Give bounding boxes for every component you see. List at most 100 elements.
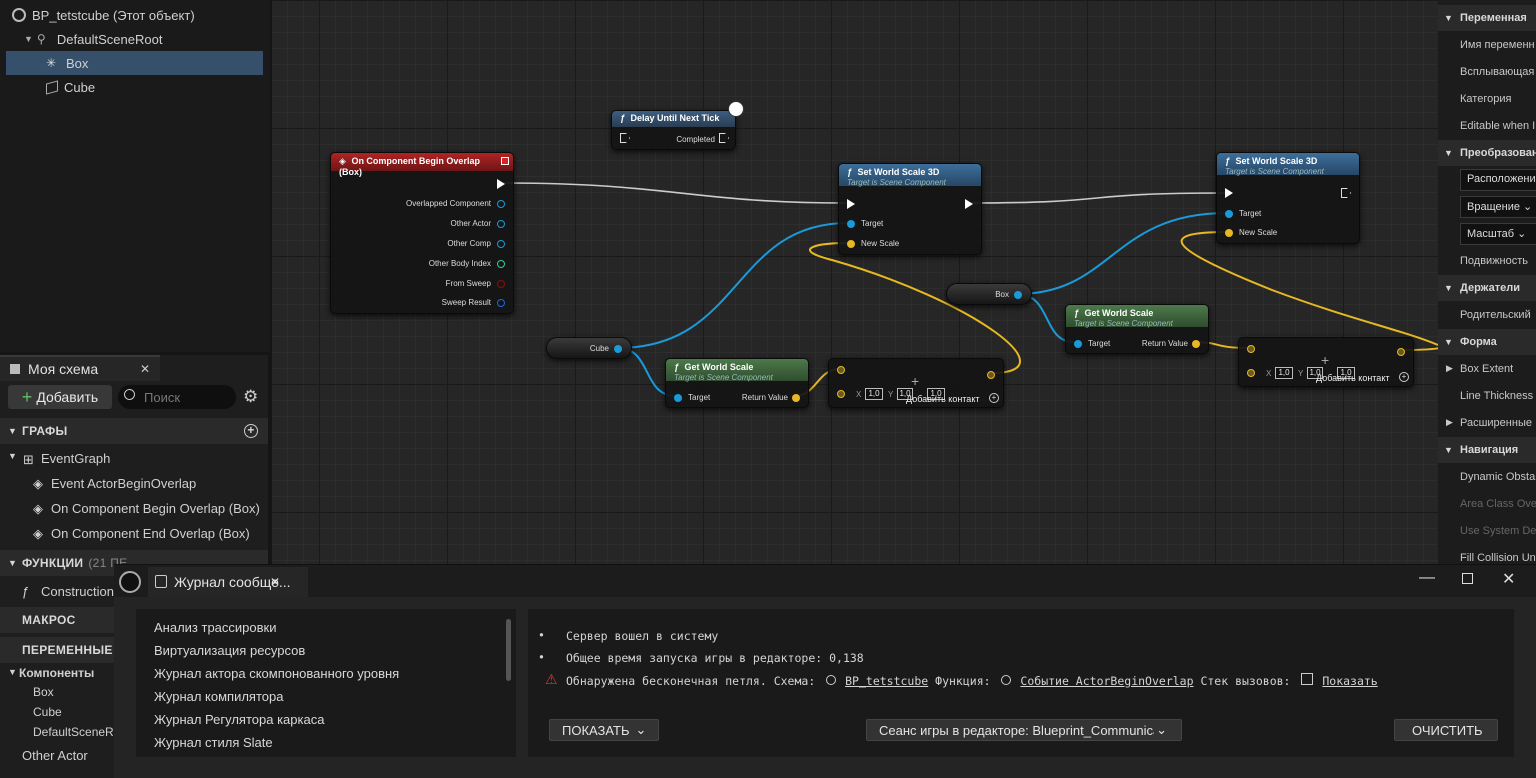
get-world-scale-node[interactable]: ƒ Get World Scale Target is Scene Compon… bbox=[1065, 304, 1209, 354]
cube-variable-node[interactable]: Cube bbox=[546, 337, 632, 359]
minimize-icon[interactable]: — bbox=[1419, 569, 1435, 586]
vector-in-pin[interactable] bbox=[837, 366, 845, 374]
new-scale-pin[interactable] bbox=[847, 240, 855, 248]
object-pin[interactable] bbox=[497, 200, 505, 208]
object-pin[interactable] bbox=[614, 345, 622, 353]
expand-arrow-icon[interactable]: ▶ bbox=[1446, 417, 1453, 427]
close-icon[interactable]: ✕ bbox=[139, 362, 150, 376]
variable-section-header[interactable]: ▼ Переменная bbox=[1438, 5, 1536, 31]
location-dropdown[interactable]: Расположени bbox=[1460, 169, 1536, 191]
exec-in-pin[interactable] bbox=[1225, 188, 1233, 198]
set-world-scale-3d-node[interactable]: ƒ Set World Scale 3D Target is Scene Com… bbox=[1216, 152, 1360, 244]
component-var-cube[interactable]: Cube bbox=[33, 705, 62, 719]
gear-icon[interactable]: ⚙ bbox=[243, 387, 259, 406]
log-category-item[interactable]: Журнал актора скомпонованного уровня bbox=[154, 666, 400, 681]
search-input[interactable]: Поиск bbox=[118, 385, 236, 409]
exec-out-pin[interactable] bbox=[1341, 188, 1351, 198]
collapse-arrow-icon[interactable]: ▼ bbox=[8, 451, 17, 461]
schema-link[interactable]: BP_tetstcube bbox=[845, 674, 929, 688]
close-window-icon[interactable]: ✕ bbox=[1502, 571, 1516, 588]
event-item-2[interactable]: On Component End Overlap (Box) bbox=[51, 526, 250, 541]
vector-in-pin[interactable] bbox=[1247, 369, 1255, 377]
expand-arrow-icon[interactable]: ▶ bbox=[1446, 363, 1453, 373]
add-pin-label[interactable]: Добавить контакт bbox=[1316, 373, 1390, 383]
y-value-input[interactable]: 1,0 bbox=[1307, 367, 1323, 379]
add-vector-node[interactable]: + X 1,0 Y 1,0 1,0 Добавить контакт + bbox=[828, 358, 1004, 408]
variable-other-actor[interactable]: Other Actor bbox=[22, 748, 88, 763]
add-graph-icon[interactable]: + bbox=[244, 424, 258, 438]
target-pin[interactable] bbox=[1225, 210, 1233, 218]
event-item-1[interactable]: On Component Begin Overlap (Box) bbox=[51, 501, 260, 516]
add-button[interactable]: + Добавить bbox=[8, 385, 112, 409]
log-category-item[interactable]: Журнал Регулятора каркаса bbox=[154, 712, 325, 727]
maximize-icon[interactable] bbox=[1462, 573, 1473, 584]
set-world-scale-3d-node[interactable]: ƒ Set World Scale 3D Target is Scene Com… bbox=[838, 163, 982, 255]
show-filter-dropdown[interactable]: ПОКАЗАТЬ ⌄ bbox=[549, 719, 659, 741]
vector-in-pin[interactable] bbox=[1247, 345, 1255, 353]
box-variable-node[interactable]: Box bbox=[946, 283, 1032, 305]
function-link[interactable]: Событие ActorBeginOverlap bbox=[1020, 674, 1194, 688]
add-pin-label[interactable]: Добавить контакт bbox=[906, 394, 980, 404]
components-category[interactable]: Компоненты bbox=[19, 666, 95, 680]
exec-out-pin[interactable] bbox=[497, 179, 505, 189]
add-pin-icon[interactable]: + bbox=[989, 393, 999, 403]
object-pin[interactable] bbox=[497, 240, 505, 248]
event-graph-canvas[interactable]: ƒ Delay Until Next Tick Completed ◈ On C… bbox=[272, 0, 1438, 565]
add-pin-icon[interactable]: + bbox=[1399, 372, 1409, 382]
transform-section-header[interactable]: ▼ Преобразован bbox=[1438, 140, 1536, 166]
component-var-box[interactable]: Box bbox=[33, 685, 54, 699]
exec-out-pin[interactable] bbox=[719, 133, 729, 143]
rotation-dropdown[interactable]: Вращение ⌄ bbox=[1460, 196, 1536, 218]
event-graph-item[interactable]: EventGraph bbox=[41, 451, 111, 466]
x-value-input[interactable]: 1,0 bbox=[865, 388, 883, 400]
navigation-section-header[interactable]: ▼ Навигация bbox=[1438, 437, 1536, 463]
show-stack-link[interactable]: Показать bbox=[1322, 674, 1378, 688]
tree-root[interactable]: BP_tetstcube (Этот объект) bbox=[6, 3, 263, 27]
get-world-scale-node[interactable]: ƒ Get World Scale Target is Scene Compon… bbox=[665, 358, 809, 408]
target-pin[interactable] bbox=[847, 220, 855, 228]
session-dropdown[interactable]: Сеанс игры в редакторе: Blueprint_Commun… bbox=[866, 719, 1182, 741]
exec-out-pin[interactable] bbox=[965, 199, 973, 209]
struct-pin[interactable] bbox=[497, 299, 505, 307]
collapse-arrow-icon[interactable]: ▼ bbox=[8, 667, 17, 677]
return-value-pin[interactable] bbox=[792, 394, 800, 402]
exec-in-pin[interactable] bbox=[620, 133, 630, 143]
sockets-section-header[interactable]: ▼ Держатели bbox=[1438, 275, 1536, 301]
log-category-item[interactable]: Виртуализация ресурсов bbox=[154, 643, 306, 658]
clear-button[interactable]: ОЧИСТИТЬ bbox=[1394, 719, 1498, 741]
tree-item-cube[interactable]: Cube bbox=[6, 75, 263, 99]
component-var-defaultsceneroot[interactable]: DefaultSceneR bbox=[33, 725, 114, 739]
tab-message-log[interactable]: Журнал сообще... ✕ bbox=[148, 567, 308, 597]
scrollbar[interactable] bbox=[506, 619, 511, 681]
vector-in-pin[interactable] bbox=[837, 390, 845, 398]
window-titlebar[interactable]: Журнал сообще... ✕ — ✕ bbox=[114, 565, 1536, 597]
int-pin[interactable] bbox=[497, 260, 505, 268]
collapse-arrow-icon[interactable]: ▼ bbox=[24, 34, 33, 44]
target-pin[interactable] bbox=[1074, 340, 1082, 348]
construction-item[interactable]: Construction bbox=[41, 584, 114, 599]
return-value-pin[interactable] bbox=[1192, 340, 1200, 348]
tree-scene-root[interactable]: ▼ ⚲ DefaultSceneRoot bbox=[6, 27, 263, 51]
graphs-section-header[interactable]: ▼ ГРАФЫ + bbox=[0, 418, 268, 444]
object-pin[interactable] bbox=[497, 220, 505, 228]
y-value-input[interactable]: 1,0 bbox=[897, 388, 913, 400]
vector-out-pin[interactable] bbox=[1397, 348, 1405, 356]
log-category-item[interactable]: Анализ трассировки bbox=[154, 620, 277, 635]
bool-pin[interactable] bbox=[497, 280, 505, 288]
delay-until-next-tick-node[interactable]: ƒ Delay Until Next Tick Completed bbox=[611, 101, 744, 150]
tab-my-blueprint[interactable]: Моя схема ✕ bbox=[0, 355, 160, 381]
x-value-input[interactable]: 1,0 bbox=[1275, 367, 1293, 379]
object-pin[interactable] bbox=[1014, 291, 1022, 299]
new-scale-pin[interactable] bbox=[1225, 229, 1233, 237]
exec-in-pin[interactable] bbox=[847, 199, 855, 209]
z-value-input[interactable]: 1,0 bbox=[927, 388, 945, 400]
add-vector-node[interactable]: + X 1,0 Y 1,0 1,0 Добавить контакт + bbox=[1238, 337, 1414, 387]
shape-section-header[interactable]: ▼ Форма bbox=[1438, 329, 1536, 355]
event-item-0[interactable]: Event ActorBeginOverlap bbox=[51, 476, 197, 491]
tree-item-box[interactable]: ✳ Box bbox=[6, 51, 263, 75]
on-component-begin-overlap-node[interactable]: ◈ On Component Begin Overlap (Box) Overl… bbox=[330, 152, 514, 314]
vector-out-pin[interactable] bbox=[987, 371, 995, 379]
scale-dropdown[interactable]: Масштаб ⌄ bbox=[1460, 223, 1536, 245]
close-icon[interactable]: ✕ bbox=[269, 575, 280, 589]
log-category-item[interactable]: Журнал стиля Slate bbox=[154, 735, 273, 750]
